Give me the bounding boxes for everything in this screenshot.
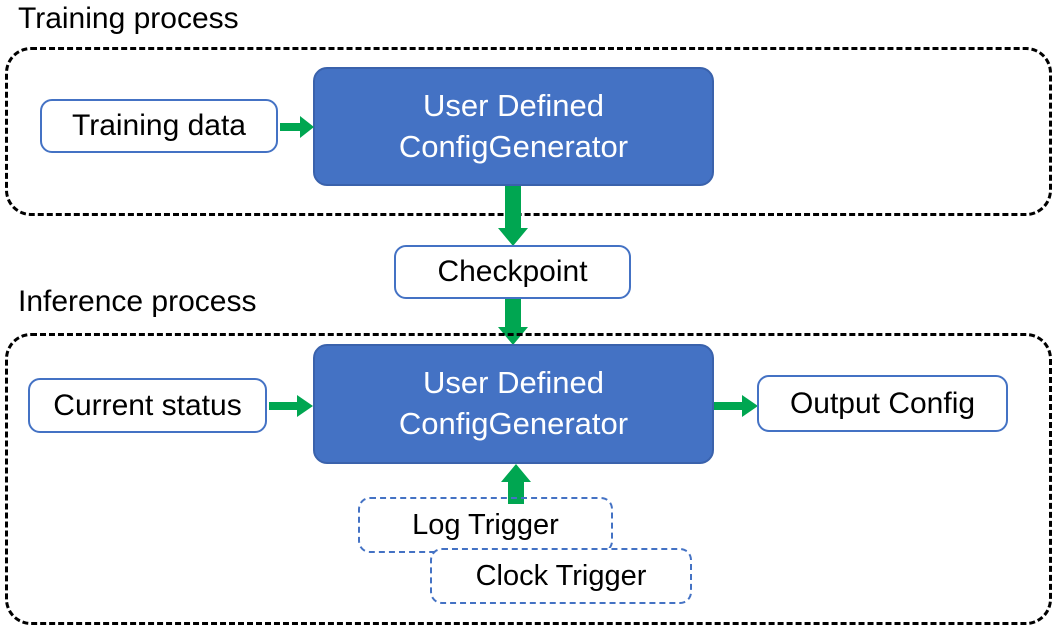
- node-training-data-label: Training data: [72, 109, 246, 143]
- node-output-config[interactable]: Output Config: [757, 375, 1008, 432]
- group-training-process: [5, 47, 1052, 216]
- node-output-config-label: Output Config: [789, 386, 976, 420]
- node-clock-trigger-label: Clock Trigger: [475, 559, 647, 592]
- node-inference-config-generator[interactable]: User Defined ConfigGenerator: [313, 344, 714, 464]
- node-training-config-generator[interactable]: User Defined ConfigGenerator: [313, 67, 714, 186]
- group-label-training: Training process: [18, 2, 239, 35]
- node-checkpoint[interactable]: Checkpoint: [394, 245, 631, 299]
- node-inference-config-generator-line1: User Defined: [423, 365, 604, 401]
- group-label-inference: Inference process: [18, 285, 257, 318]
- arrow-current-status-to-generator: [269, 391, 315, 421]
- arrow-training-data-to-generator: [280, 112, 316, 142]
- node-log-trigger-label: Log Trigger: [412, 508, 559, 541]
- node-current-status-label: Current status: [53, 388, 242, 422]
- node-current-status[interactable]: Current status: [28, 378, 267, 433]
- group-inference-process: [5, 333, 1052, 625]
- node-inference-config-generator-line2: ConfigGenerator: [398, 406, 629, 441]
- node-checkpoint-label: Checkpoint: [437, 255, 588, 289]
- arrow-trigger-to-generator: [500, 464, 532, 504]
- arrow-generator-to-output-config: [714, 391, 760, 421]
- node-training-data[interactable]: Training data: [40, 99, 278, 153]
- node-training-config-generator-line1: User Defined: [423, 87, 604, 123]
- node-log-trigger[interactable]: Log Trigger: [358, 497, 613, 553]
- node-clock-trigger[interactable]: Clock Trigger: [430, 548, 692, 604]
- arrow-generator-to-checkpoint: [497, 186, 529, 248]
- node-training-config-generator-line2: ConfigGenerator: [398, 128, 629, 164]
